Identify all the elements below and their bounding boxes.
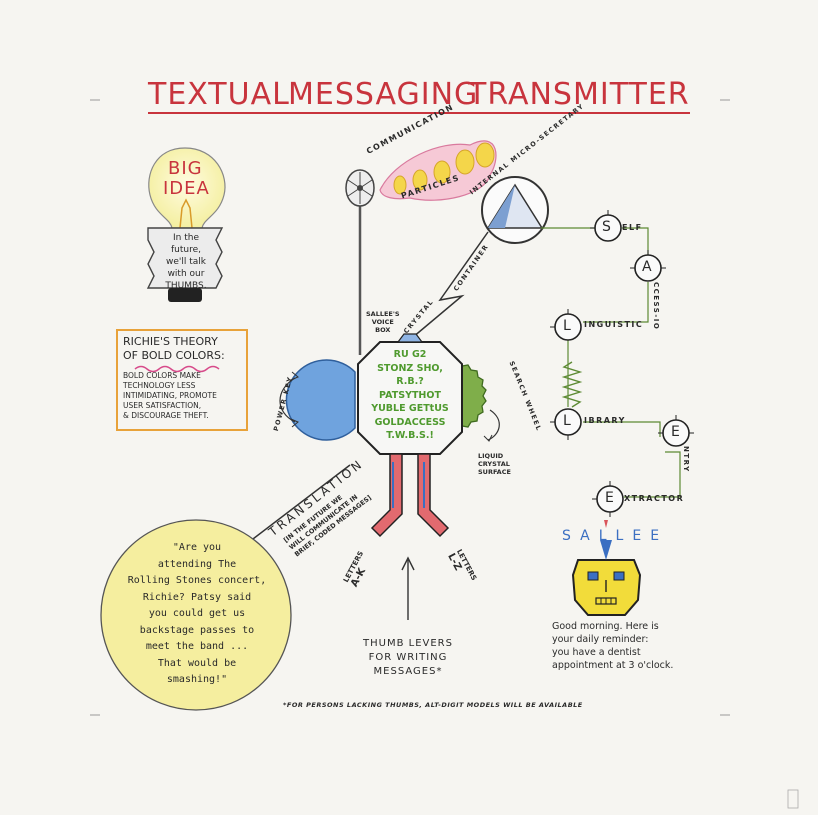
speech-text: "Are you attending The Rolling Stones co… — [112, 540, 282, 689]
sallee-message-line: you have a dentist — [552, 647, 641, 658]
speech-line: smashing!" — [166, 674, 228, 685]
thumb-levers-label: THUMB LEVERS FOR WRITING MESSAGES* — [350, 637, 466, 679]
acronym-chain — [541, 227, 681, 498]
acronym-word-linguistic: INGUISTIC — [584, 320, 644, 329]
power-key — [279, 359, 356, 441]
theory-body-line: TECHNOLOGY LESS — [123, 381, 196, 390]
base-line: THUMBS. — [165, 281, 207, 291]
voice-box-line: SALLEE'S — [366, 310, 400, 318]
big-idea-bulb — [146, 147, 226, 302]
thumb-levers-line: FOR WRITING — [368, 652, 448, 663]
crystal-container-bolt — [399, 231, 489, 349]
liquid-crystal-label: LIQUID CRYSTAL SURFACE — [478, 452, 511, 476]
antenna — [345, 169, 375, 355]
thumb-levers-line: THUMB LEVERS — [363, 638, 453, 649]
acronym-letter-e1: E — [671, 424, 680, 440]
screen-line: T.W.B.S.! — [386, 430, 434, 441]
title-word-transmitter: TRANSMITTER — [468, 77, 690, 114]
theory-body-line: INTIMIDATING, PROMOTE — [123, 391, 217, 400]
base-line: In the — [173, 233, 199, 243]
voice-box-label: SALLEE'S VOICE BOX — [366, 310, 400, 334]
sallee-letter: L — [615, 528, 633, 544]
speech-line: you could get us — [148, 608, 246, 619]
speech-line: "Are you — [172, 542, 222, 553]
sallee-letter: E — [632, 528, 651, 544]
thumb-levers-arrow — [401, 556, 415, 620]
acronym-letter-e2: E — [605, 490, 614, 506]
acronym-letter-l2: L — [563, 413, 571, 429]
title-word-textual: TEXTUAL — [148, 77, 290, 114]
screen-line: RU G2 — [393, 349, 427, 360]
sallee-message-line: appointment at 3 o'clock. — [552, 660, 674, 671]
device-screen: RU G2 STONZ SHO, R.B.? PATSYTHOT YUBLE G… — [360, 348, 460, 443]
acronym-word-self: ELF — [622, 223, 643, 232]
acronym-letter-l1: L — [563, 318, 571, 334]
title-word-messaging: MESSAGING — [288, 77, 479, 114]
bulb-idea: IDEA — [163, 178, 210, 199]
base-line: future, — [170, 245, 201, 255]
micro-secretary — [481, 176, 549, 244]
sallee-name: SALLEE — [562, 528, 668, 544]
sallee-letter: L — [598, 528, 616, 544]
liquid-line: SURFACE — [478, 468, 511, 476]
bulb-big: BIG — [168, 158, 203, 179]
speech-line: backstage passes to — [139, 624, 255, 636]
acronym-word-library: IBRARY — [584, 416, 626, 425]
sallee-message: Good morning. Here is your daily reminde… — [552, 620, 673, 672]
theory-squiggle — [134, 365, 220, 373]
theory-heading: OF BOLD COLORS: — [123, 349, 225, 362]
voice-box-gem — [396, 333, 424, 343]
thumb-legs — [370, 453, 450, 538]
screen-line: STONZ SHO, — [377, 362, 443, 374]
sallee-letter: E — [650, 528, 669, 544]
sallee-letter: S — [562, 528, 581, 544]
base-line: with our — [167, 269, 205, 279]
acronym-letter-s: S — [602, 219, 611, 235]
acronym-letter-a: A — [642, 259, 652, 275]
signature-stamp — [787, 789, 799, 809]
liquid-line: CRYSTAL — [478, 460, 510, 468]
screen-line: PATSYTHOT — [379, 389, 441, 401]
communication-particles — [379, 140, 497, 201]
sallee-message-line: Good morning. Here is — [552, 621, 659, 632]
theory-body-line: BOLD COLORS MAKE — [123, 371, 201, 380]
theory-heading: RICHIE'S THEORY — [123, 335, 218, 348]
sallee-message-line: your daily reminder: — [552, 634, 649, 645]
liquid-line: LIQUID — [478, 452, 504, 460]
screen-line: GOLDACCESS — [374, 416, 446, 428]
sallee-face — [571, 520, 642, 616]
theory-box — [116, 329, 248, 431]
bulb-base-text: In the future, we'll talk with our THUMB… — [150, 232, 222, 292]
speech-line: attending The — [157, 558, 237, 570]
speech-line: That would be — [157, 657, 237, 669]
crosshair-ticks — [550, 210, 694, 517]
voice-box-line: BOX — [375, 326, 391, 334]
acronym-word-entry: NTRY — [682, 446, 690, 473]
speech-line: Richie? Patsy said — [142, 591, 252, 603]
thumb-levers-line: MESSAGES* — [373, 666, 443, 677]
footnote: *FOR PERSONS LACKING THUMBS, ALT-DIGIT M… — [283, 701, 583, 709]
screen-line: R.B.? — [396, 376, 424, 387]
base-line: we'll talk — [166, 257, 206, 267]
device-body — [357, 341, 463, 455]
acronym-word-extractor: XTRACTOR — [624, 494, 685, 503]
crop-marks — [90, 99, 730, 716]
theory-body-line: & DISCOURAGE THEFT. — [123, 411, 209, 420]
speech-line: Rolling Stones concert, — [127, 575, 267, 586]
acronym-circles — [554, 214, 690, 513]
screen-line: YUBLE GETtUS — [371, 403, 449, 414]
acronym-word-access: CCESS-IO — [652, 282, 660, 331]
speech-line: meet the band ... — [145, 641, 249, 652]
speech-bubble — [100, 519, 292, 711]
theory-text: RICHIE'S THEORY OF BOLD COLORS: BOLD COL… — [123, 335, 245, 421]
theory-body-line: USER SATISFACTION, — [123, 401, 202, 410]
sallee-letter: A — [580, 528, 599, 544]
voice-box-line: VOICE — [371, 318, 394, 326]
